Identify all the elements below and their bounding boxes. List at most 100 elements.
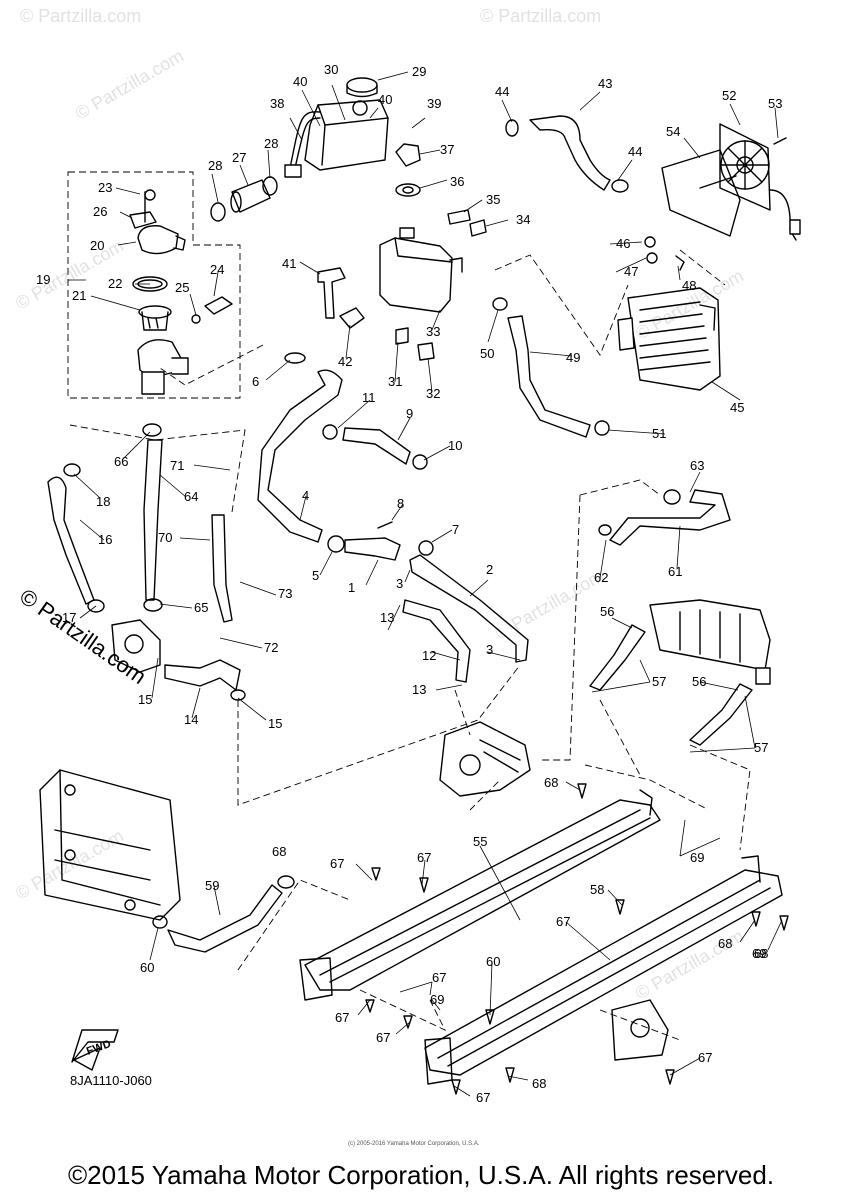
temperature-sensor bbox=[191, 296, 233, 324]
callout-number: 43 bbox=[598, 76, 612, 91]
bolt-collar bbox=[447, 209, 487, 237]
callout-number: 60 bbox=[486, 954, 500, 969]
callout-number: 17 bbox=[62, 610, 76, 625]
callout-number: 54 bbox=[666, 124, 680, 139]
callout-number: 14 bbox=[184, 712, 198, 727]
watermark-text: © Partzilla.com bbox=[72, 45, 187, 123]
callout-number: 66 bbox=[114, 454, 128, 469]
callout-number: 19 bbox=[36, 272, 50, 287]
hose-4 bbox=[257, 369, 343, 543]
callout-number: 55 bbox=[473, 834, 487, 849]
watermark-text: © Partzilla.com bbox=[20, 6, 141, 26]
callout-number: 64 bbox=[184, 489, 198, 504]
callout-number: 34 bbox=[516, 212, 530, 227]
callout-number: 65 bbox=[194, 600, 208, 615]
callout-number: 9 bbox=[406, 406, 413, 421]
callout-number: 16 bbox=[98, 532, 112, 547]
callout-number: 32 bbox=[426, 386, 440, 401]
callout-number: 60 bbox=[140, 960, 154, 975]
hose-43 bbox=[529, 115, 611, 191]
callout-number: 11 bbox=[362, 390, 376, 405]
callout-number: 13 bbox=[412, 682, 426, 697]
callout-number: 67 bbox=[330, 856, 344, 871]
callout-number: 46 bbox=[616, 236, 630, 251]
callout-number: 23 bbox=[98, 180, 112, 195]
hose-41 bbox=[317, 267, 346, 319]
callout-number: 53 bbox=[768, 96, 782, 111]
thermostat bbox=[132, 276, 172, 331]
hose-70 bbox=[211, 514, 233, 623]
callout-number: 30 bbox=[324, 62, 338, 77]
callout-number: 69 bbox=[690, 850, 704, 865]
callout-number: 70 bbox=[158, 530, 172, 545]
hose-9 bbox=[342, 427, 411, 465]
callout-number: 58 bbox=[590, 882, 604, 897]
callout-number: 68 bbox=[272, 844, 286, 859]
callout-number: 7 bbox=[452, 522, 459, 537]
callout-number: 24 bbox=[210, 262, 224, 277]
callout-number: 57 bbox=[754, 740, 768, 755]
callout-number: 31 bbox=[388, 374, 402, 389]
hose-49 bbox=[507, 315, 591, 438]
bottom-right-bracket bbox=[611, 999, 669, 1061]
hose-61 bbox=[609, 489, 731, 546]
callout-number: 49 bbox=[566, 350, 580, 365]
thermostat-housing bbox=[137, 339, 189, 395]
callout-number: 63 bbox=[690, 458, 704, 473]
callout-number: 72 bbox=[264, 640, 278, 655]
hose-56-lower bbox=[689, 683, 753, 746]
callout-number: 73 bbox=[278, 586, 292, 601]
callout-number: 67 bbox=[417, 850, 431, 865]
callout-number: 68 bbox=[754, 946, 768, 961]
callout-number: 59 bbox=[205, 878, 219, 893]
callout-number: 29 bbox=[412, 64, 426, 79]
callout-number: 67 bbox=[476, 1090, 490, 1105]
copyright-notice: ©2015 Yamaha Motor Corporation, U.S.A. A… bbox=[67, 1160, 775, 1190]
callout-number: 18 bbox=[96, 494, 110, 509]
hose-16 bbox=[47, 476, 95, 605]
callout-number: 71 bbox=[170, 458, 184, 473]
callout-number: 26 bbox=[93, 204, 107, 219]
callout-number: 12 bbox=[422, 648, 436, 663]
callout-number: 67 bbox=[376, 1030, 390, 1045]
callout-number: 42 bbox=[338, 354, 352, 369]
callout-number: 3 bbox=[396, 576, 403, 591]
callout-number: 51 bbox=[652, 426, 666, 441]
pipe-1 bbox=[344, 537, 401, 561]
callout-number: 4 bbox=[302, 488, 309, 503]
callout-number: 21 bbox=[72, 288, 86, 303]
frame-rail-55 bbox=[299, 789, 661, 1001]
upper-reservoir-tank bbox=[284, 99, 389, 178]
callout-number: 28 bbox=[264, 136, 278, 151]
bolts-31-32 bbox=[395, 327, 435, 361]
callout-number: 38 bbox=[270, 96, 284, 111]
callout-number: 56 bbox=[600, 604, 614, 619]
leader-lines bbox=[68, 71, 783, 1097]
hose-59 bbox=[167, 884, 283, 953]
coolant-reservoir bbox=[379, 227, 463, 313]
callout-number: 68 bbox=[718, 936, 732, 951]
fine-print: (c) 2005-2016 Yamaha Motor Corporation, … bbox=[348, 1141, 480, 1147]
callout-number: 68 bbox=[532, 1076, 546, 1091]
callout-number: 15 bbox=[138, 692, 152, 707]
water-pump bbox=[111, 619, 161, 673]
hose-27 bbox=[210, 176, 278, 222]
forward-arrow: FWD bbox=[71, 1029, 119, 1071]
callout-number: 33 bbox=[426, 324, 440, 339]
cooling-fan-assembly bbox=[661, 123, 801, 241]
callout-number: 69 bbox=[752, 946, 766, 961]
callout-number: 6 bbox=[252, 374, 259, 389]
callout-number: 68 bbox=[544, 775, 558, 790]
hose-56-upper bbox=[589, 624, 646, 691]
callout-number: 44 bbox=[495, 84, 509, 99]
callout-number: 41 bbox=[282, 256, 296, 271]
left-frame-panel bbox=[39, 769, 181, 921]
bracket-42 bbox=[339, 307, 365, 329]
hose-14 bbox=[164, 659, 241, 691]
radiator bbox=[617, 236, 721, 391]
callout-number: 67 bbox=[556, 914, 570, 929]
callout-number: 57 bbox=[652, 674, 666, 689]
callout-number: 2 bbox=[486, 562, 493, 577]
callout-number: 69 bbox=[430, 992, 444, 1007]
